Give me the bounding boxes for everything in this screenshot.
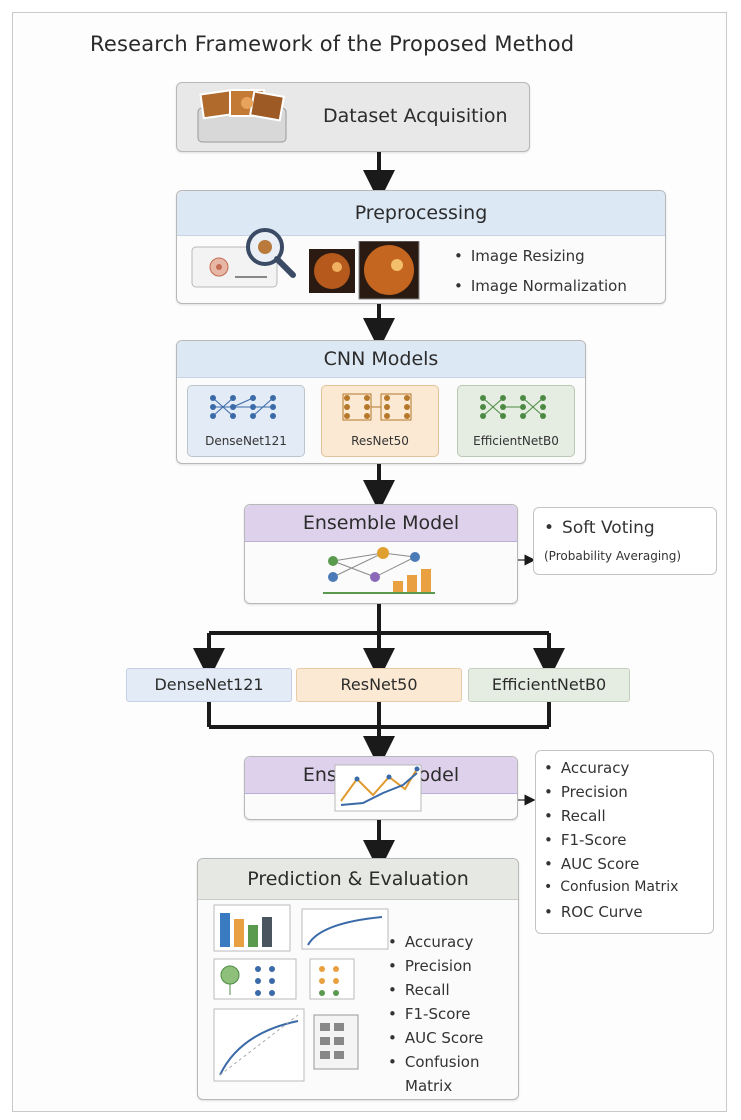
preprocessing-box: Preprocessing Image Resizing Image Norma… — [176, 190, 666, 304]
preprocessing-bullet-normalization: Image Normalization — [454, 277, 627, 295]
branch-densenet: DenseNet121 — [126, 668, 292, 702]
network-icon — [210, 395, 276, 419]
prediction-metric-precision: Precision — [388, 957, 472, 975]
prediction-evaluation-header: Prediction & Evaluation — [198, 859, 518, 900]
fundus-images-icon — [309, 241, 420, 300]
soft-voting-subtitle: (Probability Averaging) — [544, 549, 682, 563]
branch-resnet: ResNet50 — [296, 668, 462, 702]
branch-efficientnet: EfficientNetB0 — [468, 668, 630, 702]
metric-recall: Recall — [544, 807, 606, 825]
prediction-metric-recall: Recall — [388, 981, 450, 999]
ensemble-model-header: Ensemble Model — [245, 505, 517, 542]
ensemble-metrics-list: Accuracy Precision Recall F1-Score AUC S… — [535, 750, 714, 934]
prediction-metric-accuracy: Accuracy — [388, 933, 473, 951]
dataset-acquisition-box: Dataset Acquisition — [176, 82, 530, 152]
magnifier-inspection-icon — [191, 228, 296, 288]
prediction-evaluation-box: Prediction & Evaluation Accuracy Precisi… — [197, 858, 519, 1100]
metric-confusion-matrix: Confusion Matrix — [544, 879, 678, 895]
metric-roc: ROC Curve — [544, 903, 643, 921]
line-chart-icon — [334, 764, 422, 812]
prediction-metric-f1: F1-Score — [388, 1005, 471, 1023]
ensemble-network-icon — [323, 547, 435, 594]
dataset-acquisition-label: Dataset Acquisition — [323, 105, 508, 127]
network-icon — [480, 395, 546, 419]
cnn-model-resnet-label: ResNet50 — [351, 434, 409, 448]
metric-precision: Precision — [544, 783, 628, 801]
photo-folder-icon — [197, 88, 287, 143]
metric-accuracy: Accuracy — [544, 759, 629, 777]
cnn-model-resnet: ResNet50 — [321, 385, 439, 457]
cnn-models-box: CNN Models DenseNet121 ResNet50 Effici — [176, 340, 586, 464]
evaluation-charts-icon — [213, 904, 389, 1082]
preprocessing-header: Preprocessing — [177, 191, 665, 236]
prediction-metric-confusion-cont: Matrix — [405, 1077, 453, 1095]
cnn-models-header: CNN Models — [177, 341, 585, 378]
metric-f1: F1-Score — [544, 831, 627, 849]
ensemble-model-2-box: Ensemble Model — [244, 756, 518, 820]
figure-title: Research Framework of the Proposed Metho… — [90, 32, 575, 56]
preprocessing-bullet-resizing: Image Resizing — [454, 247, 585, 265]
network-icon — [342, 393, 412, 421]
prediction-metric-auc: AUC Score — [388, 1029, 484, 1047]
prediction-metric-confusion: Confusion — [388, 1053, 480, 1071]
soft-voting-title: Soft Voting — [544, 518, 655, 538]
cnn-model-efficientnet-label: EfficientNetB0 — [473, 434, 559, 448]
cnn-model-efficientnet: EfficientNetB0 — [457, 385, 575, 457]
soft-voting-note: Soft Voting (Probability Averaging) — [533, 507, 717, 575]
cnn-model-densenet: DenseNet121 — [187, 385, 305, 457]
ensemble-model-box: Ensemble Model — [244, 504, 518, 604]
cnn-model-densenet-label: DenseNet121 — [205, 434, 287, 448]
metric-auc: AUC Score — [544, 855, 640, 873]
